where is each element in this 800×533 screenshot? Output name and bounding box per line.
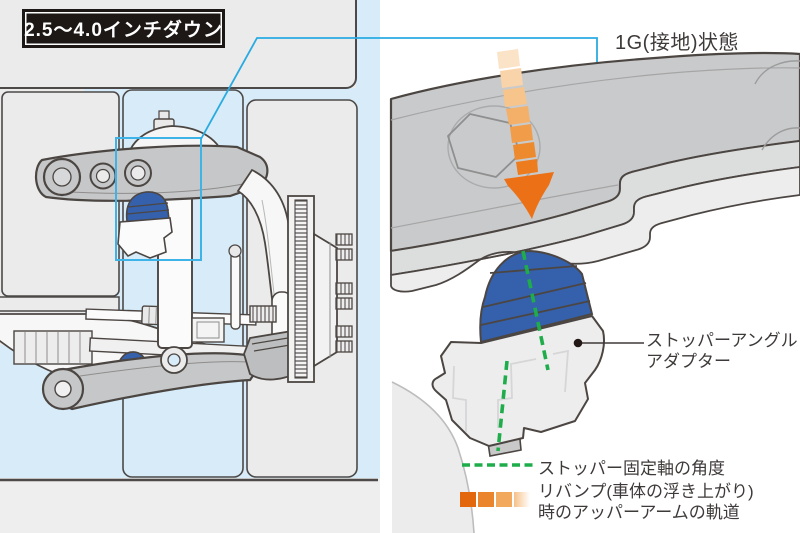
legend-rebound-label: リバンプ(車体の浮き上がり) 時のアッパーアームの軌道 [538,481,754,523]
driveshaft-boot [13,330,93,365]
arrow-head [504,172,554,219]
adapter-leader-dot [573,338,583,348]
legend-rebound-line2: 時のアッパーアームの軌道 [538,503,740,522]
ground-fill [0,481,380,533]
legend-swatches [460,463,535,507]
adapter-ghost-lines [452,349,569,432]
callout-leader-line [200,37,598,140]
axis-dash-upper [521,250,550,371]
knuckle-ghost [392,382,474,533]
lower-control-arm [41,352,261,411]
strut-tower-panel-outline [122,89,244,478]
adapter-label-line1: ストッパーアングル [646,331,798,350]
enlarged-upper-arm-view [389,49,800,533]
adapter-label: ストッパーアングル アダプター [646,330,798,372]
full-suspension-view [0,0,380,533]
hub [313,232,338,368]
callout-rect [115,137,202,261]
knuckle-and-brake [228,168,353,383]
legend-axis-label: ストッパー固定軸の角度 [538,459,725,478]
drop-spec-title: 2.5〜4.0インチダウン [24,20,223,41]
drop-spec-title-box: 2.5〜4.0インチダウン [22,9,225,48]
brake-disc-vents [294,199,308,379]
rebound-trajectory-arrow [497,49,554,219]
stopper-small-bands [126,202,170,215]
arm-ghost-line-bottom [390,184,619,229]
bolt-boss-ghost [447,105,541,189]
spring-perch-inner [196,321,220,339]
arm-ghost-line-top [390,67,800,121]
legend-orange-gradient-swatch [460,492,530,507]
axis-dash-lower [496,360,509,452]
lug-bolts [335,233,353,353]
arch-ghost-arcs [754,60,800,151]
rocker-sill [0,296,120,312]
adapter-label-line2: アダプター [646,352,731,371]
upper-control-arm [35,144,269,202]
state-label: 1G(接地)状態 [615,32,739,54]
adapter-small [117,217,173,259]
stopper-small [125,191,170,225]
arm-bottom-layer [390,166,800,293]
stopper-angle-adapter [431,315,605,447]
legend-rebound-line1: リバンプ(車体の浮き上がり) [538,482,754,501]
shock-lower-eye-hole [167,353,181,367]
